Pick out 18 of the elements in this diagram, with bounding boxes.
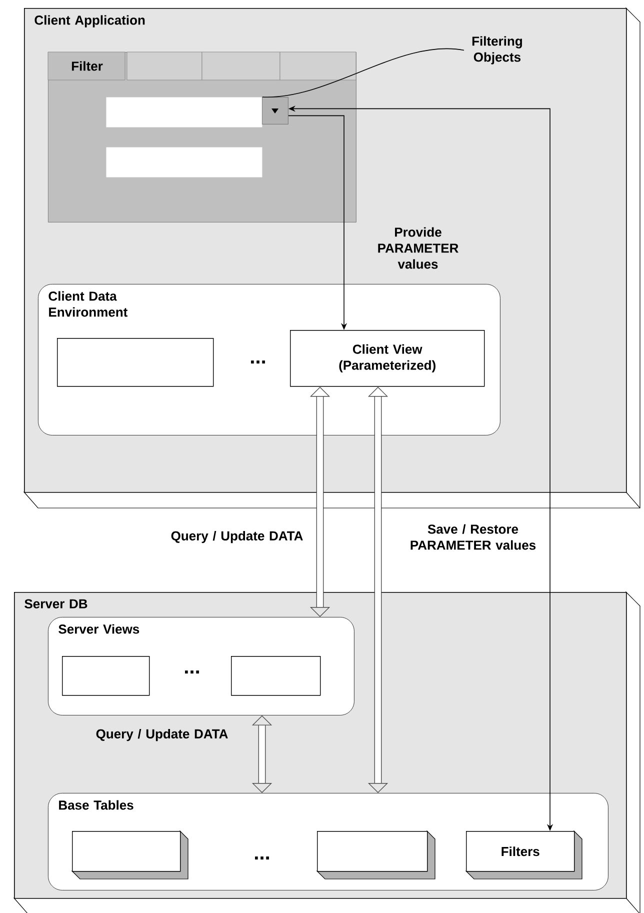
input-field [106,147,262,178]
input-field [106,97,262,128]
edge-label: Save / Restore PARAMETER values [410,524,536,550]
dropdown-button [262,97,288,124]
ellipsis: ... [185,670,199,674]
ellipsis: ... [255,856,269,860]
callout-text: Filtering Objects [472,36,522,64]
edge-label: Query / Update DATA [96,728,228,742]
box [62,656,150,696]
leader-line [262,48,464,98]
ellipsis: ... [251,360,265,364]
box [57,338,214,387]
box: Client View (Parameterized) [290,330,485,387]
block-arrow [310,386,330,617]
edge-label: Provide PARAMETER values [378,227,458,269]
box [231,656,321,696]
block-arrow [368,386,388,793]
edge-label: Query / Update DATA [171,530,303,544]
